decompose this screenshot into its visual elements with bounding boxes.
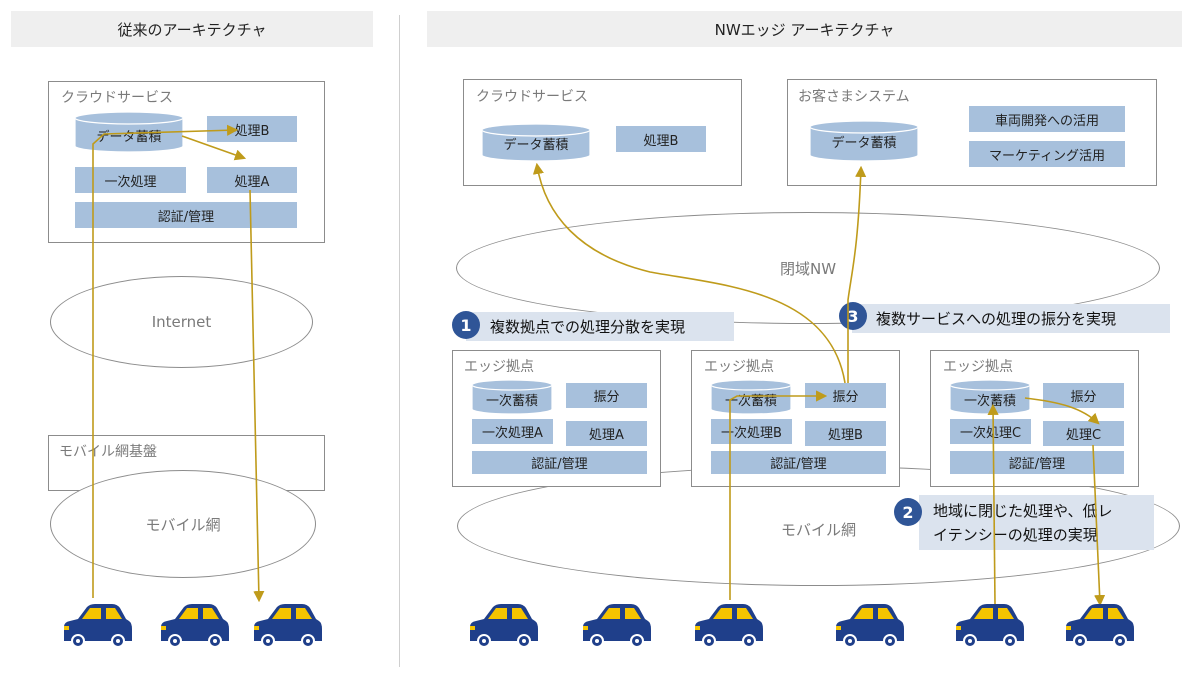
- callout-2-badge: 2: [894, 498, 922, 526]
- edge-site-2-dist: 振分: [805, 383, 886, 408]
- edge-site-2-primary-label: 一次処理B: [721, 426, 782, 441]
- car-icon: [161, 604, 229, 648]
- edge-architecture-header: NWエッジ アーキテクチャ: [427, 11, 1182, 47]
- closed-network-label: 閉域NW: [779, 260, 837, 278]
- internet-label: Internet: [151, 313, 212, 331]
- edge-header-label: NWエッジ アーキテクチャ: [714, 20, 895, 39]
- edge-site-2-proc: 処理B: [805, 421, 886, 446]
- legacy-storage-label: データ蓄積: [96, 129, 162, 145]
- edge-site-1-primary: 一次処理A: [472, 419, 553, 444]
- customer-use2-label: マーケティング活用: [989, 148, 1105, 164]
- customer-storage-label: データ蓄積: [831, 135, 897, 151]
- edge-site-2-title: エッジ拠点: [704, 359, 774, 375]
- car-icon: [254, 604, 322, 648]
- legacy-header-label: 従来のアーキテクチャ: [117, 20, 267, 39]
- edge-site-3-proc-label: 処理C: [1065, 428, 1102, 443]
- callout-1-text: 複数拠点での処理分散を実現: [490, 318, 686, 336]
- legacy-process-b: 処理B: [207, 116, 297, 142]
- legacy-process-b-label: 処理B: [234, 123, 270, 139]
- callout-2-line2: イテンシーの処理の実現: [933, 525, 1098, 544]
- section-divider: [399, 15, 400, 667]
- mobile-base-title: モバイル網基盤: [59, 444, 157, 460]
- edge-site-2-dist-label: 振分: [832, 390, 859, 405]
- edge-site-1-primary-label: 一次処理A: [482, 426, 543, 441]
- callout-2-line1: 地域に閉じた処理や、低レ: [933, 501, 1113, 520]
- customer-system-title: お客さまシステム: [798, 89, 910, 105]
- edge-site-2-auth: 認証/管理: [711, 451, 886, 474]
- edge-cloud-storage-label: データ蓄積: [503, 137, 569, 153]
- edge-site-2-primary: 一次処理B: [711, 419, 792, 444]
- callout-3: 複数サービスへの処理の振分を実現: [852, 304, 1170, 333]
- callout-2: 地域に閉じた処理や、低レ イテンシーの処理の実現: [919, 495, 1154, 550]
- car-icon: [470, 604, 538, 648]
- edge-site-1-proc-label: 処理A: [589, 428, 624, 443]
- callout-1-badge: 1: [452, 311, 480, 339]
- edge-cloud-process-b-label: 処理B: [643, 133, 679, 149]
- customer-use1-label: 車両開発への活用: [994, 113, 1099, 129]
- car-icon: [956, 604, 1024, 648]
- edge-site-3-primary: 一次処理C: [950, 419, 1031, 444]
- edge-site-1-title: エッジ拠点: [464, 359, 534, 375]
- edge-site-3-auth: 認証/管理: [950, 451, 1124, 474]
- edge-site-1-dist-label: 振分: [593, 390, 620, 405]
- edge-site-1-proc: 処理A: [566, 421, 647, 446]
- edge-site-3-primary-label: 一次処理C: [959, 426, 1022, 441]
- edge-site-3-storage-label: 一次蓄積: [963, 393, 1016, 409]
- edge-site-1-storage-label: 一次蓄積: [485, 393, 538, 409]
- legacy-auth: 認証/管理: [75, 202, 297, 228]
- callout-1: 複数拠点での処理分散を実現: [466, 312, 734, 341]
- edge-site-2-auth-label: 認証/管理: [770, 457, 827, 472]
- legacy-auth-label: 認証/管理: [157, 209, 215, 225]
- car-icon: [583, 604, 651, 648]
- callout-2-number: 2: [902, 502, 914, 522]
- legacy-architecture-header: 従来のアーキテクチャ: [11, 11, 373, 47]
- edge-site-3-title: エッジ拠点: [943, 359, 1013, 375]
- legacy-primary-label: 一次処理: [104, 174, 157, 190]
- edge-site-2-storage-label: 一次蓄積: [724, 393, 777, 409]
- callout-3-number: 3: [847, 306, 859, 326]
- legacy-primary-process: 一次処理: [75, 167, 186, 193]
- callout-3-badge: 3: [839, 302, 867, 330]
- car-icon: [1066, 604, 1134, 648]
- edge-cloud-process-b: 処理B: [616, 126, 706, 152]
- edge-site-1-auth: 認証/管理: [472, 451, 647, 474]
- edge-site-3-proc: 処理C: [1043, 421, 1124, 446]
- edge-cloud-title: クラウドサービス: [476, 89, 588, 105]
- customer-use-vehicle-dev: 車両開発への活用: [969, 106, 1125, 132]
- legacy-process-a: 処理A: [207, 167, 297, 193]
- customer-use-marketing: マーケティング活用: [969, 141, 1125, 167]
- legacy-cloud-title: クラウドサービス: [61, 90, 173, 106]
- legacy-mobile-label: モバイル網: [145, 516, 221, 534]
- car-icon: [695, 604, 763, 648]
- edge-site-3-dist: 振分: [1043, 383, 1124, 408]
- callout-3-text: 複数サービスへの処理の振分を実現: [876, 310, 1117, 328]
- car-icon: [836, 604, 904, 648]
- edge-site-2-proc-label: 処理B: [828, 428, 863, 443]
- edge-site-3-auth-label: 認証/管理: [1008, 457, 1066, 472]
- car-icon: [64, 604, 132, 648]
- edge-site-1-auth-label: 認証/管理: [531, 457, 588, 472]
- legacy-process-a-label: 処理A: [234, 174, 270, 190]
- edge-site-1-dist: 振分: [566, 383, 647, 408]
- edge-site-3-dist-label: 振分: [1070, 390, 1097, 405]
- callout-1-number: 1: [460, 315, 472, 335]
